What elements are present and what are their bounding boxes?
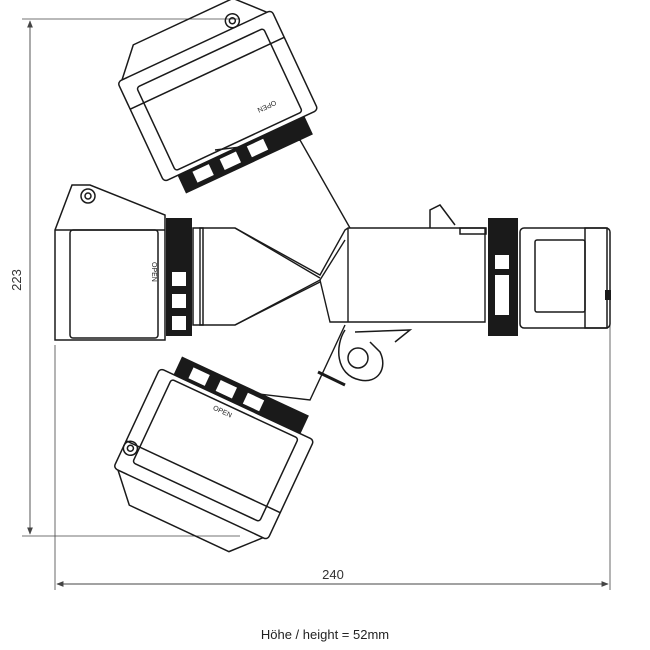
height-dimension: 223 xyxy=(9,18,240,537)
lower-socket: OPEN xyxy=(114,356,314,553)
right-plug xyxy=(429,204,611,336)
left-socket: OPEN xyxy=(54,184,204,341)
height-dimension-value: 223 xyxy=(9,269,24,291)
central-body xyxy=(199,139,486,401)
upper-socket: OPEN xyxy=(118,0,318,194)
height-caption: Höhe / height = 52mm xyxy=(0,627,650,642)
width-dimension: 240 xyxy=(54,325,611,590)
height-caption-text: Höhe / height = 52mm xyxy=(260,627,390,642)
left-socket-label: OPEN xyxy=(150,262,157,282)
hook-clamp xyxy=(317,329,413,387)
upper-socket-label: OPEN xyxy=(256,98,277,113)
width-dimension-value: 240 xyxy=(322,567,344,582)
